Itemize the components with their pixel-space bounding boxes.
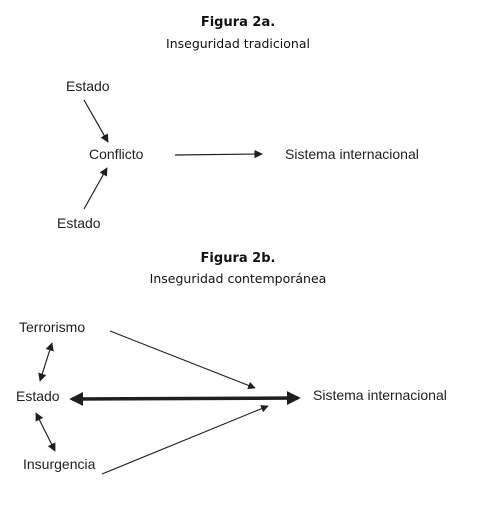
edge-estado-bottom-to-conflicto <box>83 167 108 210</box>
figure-2a: Figura 2a. Inseguridad tradicional Estad… <box>57 15 419 231</box>
figure-2b: Figura 2b. Inseguridad contemporánea Ter… <box>16 251 447 475</box>
edge-estado-sistema <box>69 391 301 406</box>
edge-terrorismo-to-sistema <box>109 330 256 390</box>
figure-2b-title: Figura 2b. <box>201 251 276 266</box>
edge-estado-top-to-conflicto <box>83 99 109 143</box>
figure-2b-subtitle: Inseguridad contemporánea <box>150 271 327 286</box>
node-estado-bottom: Estado <box>57 215 101 231</box>
node-sistema-internacional-a: Sistema internacional <box>285 146 419 162</box>
edge-conflicto-to-sistema <box>174 149 263 159</box>
edge-terrorismo-estado <box>38 342 54 382</box>
edge-insurgencia-to-sistema <box>101 405 269 475</box>
node-terrorismo: Terrorismo <box>19 319 85 335</box>
node-estado-top: Estado <box>66 78 110 94</box>
node-sistema-internacional-b: Sistema internacional <box>313 387 447 403</box>
edge-estado-insurgencia <box>35 412 56 452</box>
node-insurgencia: Insurgencia <box>23 456 96 472</box>
node-conflicto: Conflicto <box>89 146 144 162</box>
figure-2a-subtitle: Inseguridad tradicional <box>166 36 310 51</box>
figure-2a-title: Figura 2a. <box>201 15 275 30</box>
node-estado: Estado <box>16 388 60 404</box>
